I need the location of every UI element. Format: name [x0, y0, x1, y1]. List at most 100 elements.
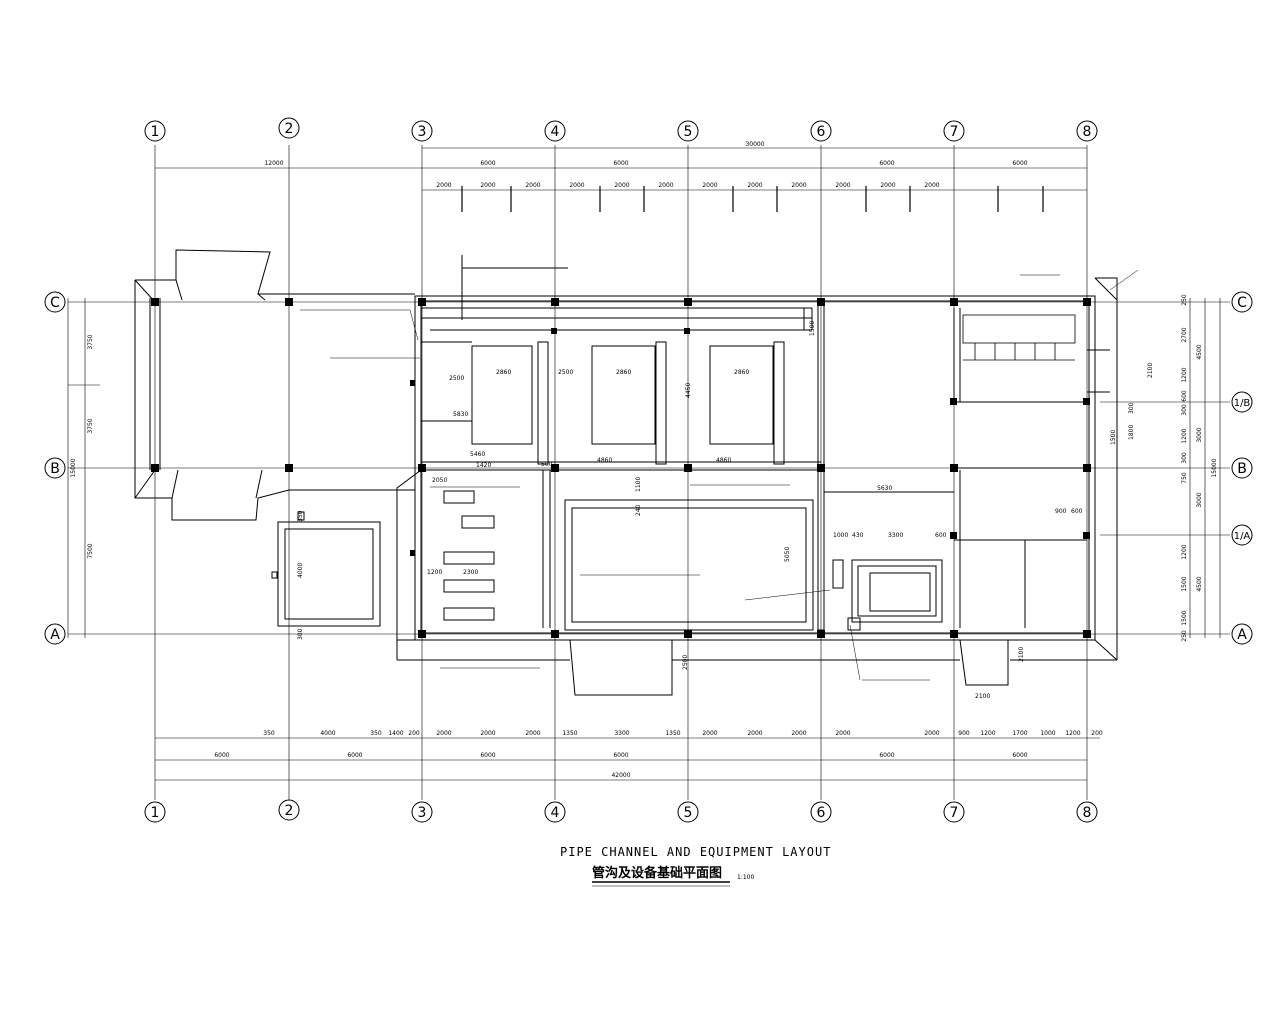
dim-overall: 30000 [745, 141, 764, 148]
dim-sub: 2000 [436, 182, 451, 189]
entrances [569, 349, 1110, 696]
dim-240: 240 [635, 504, 642, 516]
dim-sub: 2000 [924, 182, 939, 189]
structural-columns [151, 298, 1091, 638]
dim-b: 2000 [747, 730, 762, 737]
dim-900: 900 [1055, 508, 1067, 515]
dim-sub: 2000 [835, 182, 850, 189]
dim-b: 1350 [562, 730, 577, 737]
axis-bottom-1: 1 [151, 805, 160, 821]
axis-bottom-5: 5 [684, 805, 693, 821]
dim-4000: 4000 [297, 563, 304, 578]
dim-2300: 2300 [463, 569, 478, 576]
dim-4860b: 4860 [716, 457, 731, 464]
drawing-title: PIPE CHANNEL AND EQUIPMENT LAYOUT 管沟及设备基… [560, 845, 831, 887]
svg-text:1200: 1200 [1181, 544, 1188, 559]
dim-b: 1200 [980, 730, 995, 737]
dim-b: 900 [958, 730, 970, 737]
dim-sub: 2000 [569, 182, 584, 189]
dim-left-1: 3750 [87, 334, 94, 349]
dim-b2: 6000 [480, 752, 495, 759]
axis-right-b: B [1237, 461, 1247, 477]
dim-b: 2000 [791, 730, 806, 737]
dim-b2: 6000 [347, 752, 362, 759]
dim-b: 4000 [320, 730, 335, 737]
filter-dim-3: 2860 [734, 369, 749, 376]
axis-left-b: B [50, 461, 60, 477]
axis-bottom-4: 4 [551, 805, 560, 821]
dim-2100b: 2100 [975, 693, 990, 700]
axis-bubbles [44, 117, 1253, 823]
dim-5050: 5050 [784, 547, 791, 562]
dim-b: 350 [370, 730, 382, 737]
dim-1500b: 1500 [1110, 430, 1117, 445]
axis-right-1b: 1/B [1234, 398, 1251, 409]
svg-text:3000: 3000 [1196, 427, 1203, 442]
svg-text:1500: 1500 [1181, 610, 1188, 625]
dim-sub: 2000 [791, 182, 806, 189]
dim-sub: 2000 [658, 182, 673, 189]
svg-text:300: 300 [1181, 404, 1188, 416]
top-dimension-lines [155, 147, 1087, 212]
axis-top-4: 4 [551, 124, 560, 140]
axis-top-1: 1 [151, 124, 160, 140]
dim-bay-3: 6000 [879, 160, 894, 167]
dim-1800: 1800 [1128, 425, 1135, 440]
dim-b: 2000 [924, 730, 939, 737]
dim-1100: 1100 [635, 477, 642, 492]
dim-3300: 3300 [888, 532, 903, 539]
title-english: PIPE CHANNEL AND EQUIPMENT LAYOUT [560, 845, 831, 859]
dim-left-3: 7500 [87, 543, 94, 558]
dim-430: 430 [852, 532, 864, 539]
axis-right-c: C [1237, 295, 1247, 311]
dim-300b: 300 [1128, 402, 1135, 414]
dim-4450: 4450 [685, 383, 692, 398]
dim-b: 2000 [525, 730, 540, 737]
top-dimensions: 30000 12000 6000 6000 6000 6000 2000 200… [264, 141, 1027, 189]
svg-text:600: 600 [1181, 390, 1188, 402]
bottom-dimensions: 350 4000 350 1400 200 2000 2000 2000 135… [214, 730, 1103, 779]
axis-left-c: C [50, 295, 60, 311]
dim-b: 1700 [1012, 730, 1027, 737]
axis-labels: 1 2 3 4 5 6 7 8 1 2 3 4 5 6 7 8 C B A C … [50, 121, 1250, 821]
dim-1000: 1000 [833, 532, 848, 539]
svg-text:4500: 4500 [1196, 344, 1203, 359]
dim-600b: 600 [1071, 508, 1083, 515]
axis-bottom-8: 8 [1083, 805, 1092, 821]
dim-2100c: 2100 [1018, 647, 1025, 662]
svg-text:4500: 4500 [1196, 576, 1203, 591]
dim-sub: 2000 [702, 182, 717, 189]
dim-b: 350 [263, 730, 275, 737]
dim-b: 1350 [665, 730, 680, 737]
dim-b: 3300 [614, 730, 629, 737]
svg-text:1500: 1500 [1181, 576, 1188, 591]
dim-b2: 6000 [214, 752, 229, 759]
dim-bay-2: 6000 [613, 160, 628, 167]
dim-b: 2000 [702, 730, 717, 737]
axis-top-5: 5 [684, 124, 693, 140]
dim-left-total: 15000 [70, 458, 77, 477]
dim-b: 2000 [436, 730, 451, 737]
axis-grid [68, 145, 1230, 800]
svg-text:250: 250 [1181, 294, 1188, 306]
inner-walls [421, 303, 1087, 631]
bottom-dimension-lines [155, 737, 1100, 781]
axis-bottom-7: 7 [950, 805, 959, 821]
axis-top-3: 3 [418, 124, 427, 140]
axis-bottom-2: 2 [285, 803, 294, 819]
dim-b: 1000 [1040, 730, 1055, 737]
axis-left-a: A [50, 627, 60, 643]
dim-b: 2000 [480, 730, 495, 737]
axis-top-2: 2 [285, 121, 294, 137]
dim-sub: 2000 [747, 182, 762, 189]
axis-right-1a: 1/A [1234, 531, 1251, 542]
dim-2500b: 2500 [558, 369, 573, 376]
svg-text:1200: 1200 [1181, 367, 1188, 382]
title-scale: 1:100 [737, 874, 754, 881]
axis-top-8: 8 [1083, 124, 1092, 140]
dim-sub: 2000 [480, 182, 495, 189]
dim-2100a: 2100 [1147, 363, 1154, 378]
dim-b2: 6000 [613, 752, 628, 759]
dim-350: 350 [297, 510, 304, 522]
